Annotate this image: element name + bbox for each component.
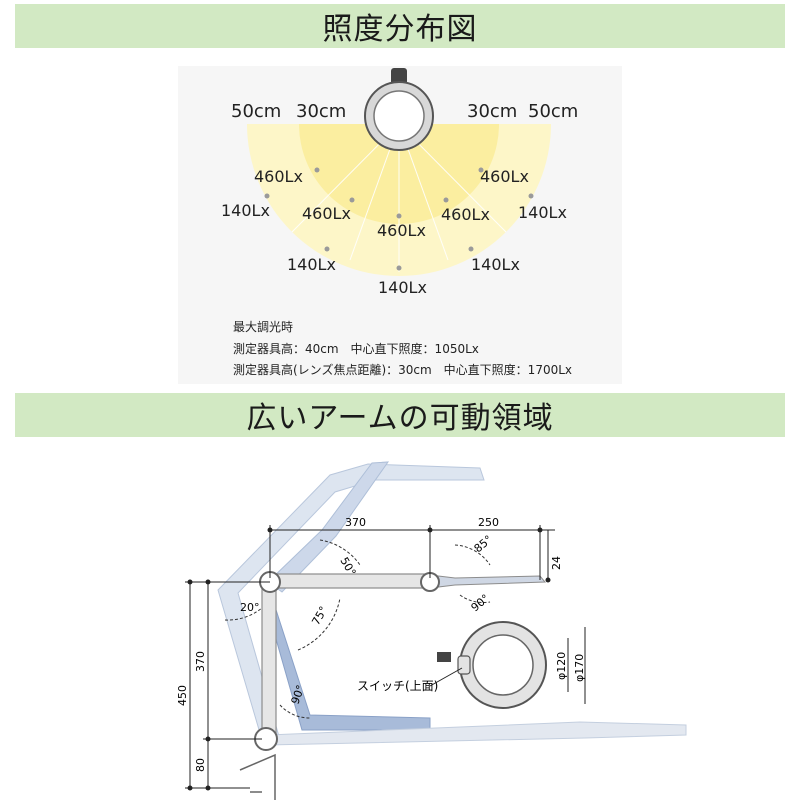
switch-label: スイッチ(上面) — [357, 679, 438, 693]
lamp-post — [261, 579, 277, 741]
dim-label-250: 250 — [478, 516, 499, 529]
measurement-points — [264, 167, 534, 271]
spec-line-max-dimming: 最大調光時 — [233, 320, 294, 334]
lux-label: 460Lx — [302, 204, 351, 223]
section-title-arm-range: 広いアームの可動領域 — [15, 393, 785, 437]
dim-label-450: 450 — [176, 685, 189, 706]
dim-label-phi120: φ120 — [555, 652, 568, 680]
lamp-head-top-view-icon — [437, 621, 547, 709]
lamp-head-icon — [364, 68, 434, 151]
section-title-text: 照度分布図 — [322, 12, 478, 47]
angle-label-85: 85° — [472, 533, 495, 555]
lamp-head-side — [429, 574, 547, 589]
lux-label: 140Lx — [221, 201, 270, 220]
lux-label: 460Lx — [441, 205, 490, 224]
dim-label-80: 80 — [194, 758, 207, 772]
arm-ghost-positions — [217, 461, 687, 746]
spec-line-height-30: 測定器具高(レンズ焦点距離)：30cm 中心直下照度：1700Lx — [233, 363, 573, 377]
arm-range-diagram: 370 250 24 450 370 80 φ120 φ170 50° 85° … — [176, 461, 687, 800]
lux-label: 460Lx — [254, 167, 303, 186]
dist-label-30cm-right: 30cm — [467, 101, 517, 122]
dimension-lines — [185, 525, 586, 789]
lux-label: 140Lx — [471, 255, 520, 274]
section-title-illuminance: 照度分布図 — [15, 4, 785, 48]
lux-label: 140Lx — [518, 203, 567, 222]
dim-label-phi170: φ170 — [573, 654, 586, 682]
lux-label: 460Lx — [480, 167, 529, 186]
clamp-base — [239, 753, 276, 800]
dim-label-370-top: 370 — [345, 516, 366, 529]
dist-label-50cm-left: 50cm — [231, 101, 281, 122]
lux-label: 140Lx — [378, 278, 427, 297]
angle-arcs — [224, 539, 491, 719]
angle-label-90-right: 90° — [469, 592, 492, 614]
dimension-ticks — [187, 527, 551, 791]
dim-label-24: 24 — [550, 556, 563, 570]
angle-label-20: 20° — [240, 601, 260, 614]
angle-label-90-bottom: 90° — [289, 683, 308, 706]
dist-label-30cm-left: 30cm — [296, 101, 346, 122]
switch-leader-line — [429, 667, 463, 687]
dist-label-50cm-right: 50cm — [528, 101, 578, 122]
illuminance-diagram: 50cm 30cm 30cm 50cm 460Lx 460Lx 140Lx 14… — [221, 68, 578, 297]
lux-label: 140Lx — [287, 255, 336, 274]
angle-label-75: 75° — [309, 604, 330, 627]
lux-label: 460Lx — [377, 221, 426, 240]
dim-label-370-side: 370 — [194, 651, 207, 672]
section-title-text: 広いアームの可動領域 — [246, 401, 554, 436]
spec-line-height-40: 測定器具高：40cm 中心直下照度：1050Lx — [233, 342, 479, 356]
